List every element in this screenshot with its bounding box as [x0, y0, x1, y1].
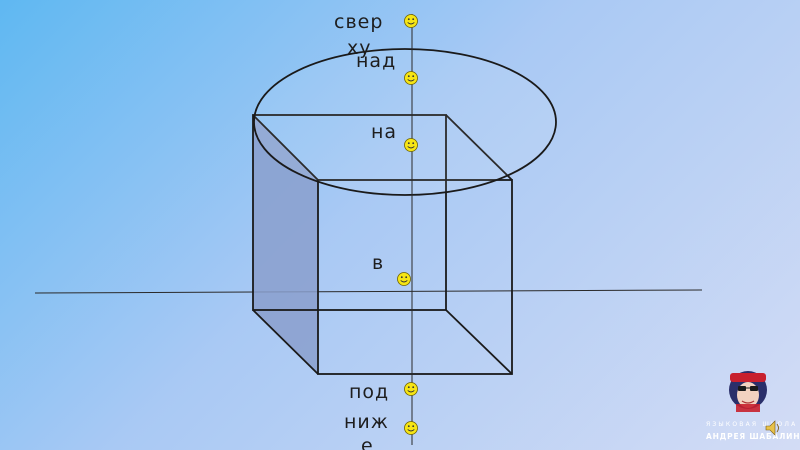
smiley-icon	[397, 272, 411, 286]
cube-front-face	[317, 179, 513, 375]
smiley-icon	[404, 14, 418, 28]
horizon-line	[34, 289, 703, 294]
word-top-wrap: ху	[347, 37, 372, 59]
cube-edge	[252, 114, 319, 181]
brand-line-2: АНДРЕЯ ШАБАЛИНА	[706, 432, 800, 441]
smiley-icon	[404, 138, 418, 152]
school-logo	[729, 371, 767, 412]
speaker-icon[interactable]	[765, 420, 779, 436]
word-top: свер	[334, 11, 383, 33]
cube-edge	[445, 309, 513, 375]
word-on: на	[371, 121, 397, 143]
word-in: в	[372, 252, 384, 274]
smiley-icon	[404, 71, 418, 85]
cube-back-face	[252, 114, 447, 311]
word-above: над	[356, 50, 396, 72]
cube-edge	[252, 309, 319, 375]
word-under: под	[349, 381, 389, 403]
word-below-wrap: е	[361, 435, 374, 450]
brand-line-1: ЯЗЫКОВАЯ ШКОЛА	[706, 421, 797, 428]
word-below: ниж	[344, 411, 389, 433]
cube-edge	[445, 114, 513, 181]
smiley-icon	[404, 421, 418, 435]
top-ellipse	[253, 48, 557, 196]
smiley-icon	[404, 382, 418, 396]
